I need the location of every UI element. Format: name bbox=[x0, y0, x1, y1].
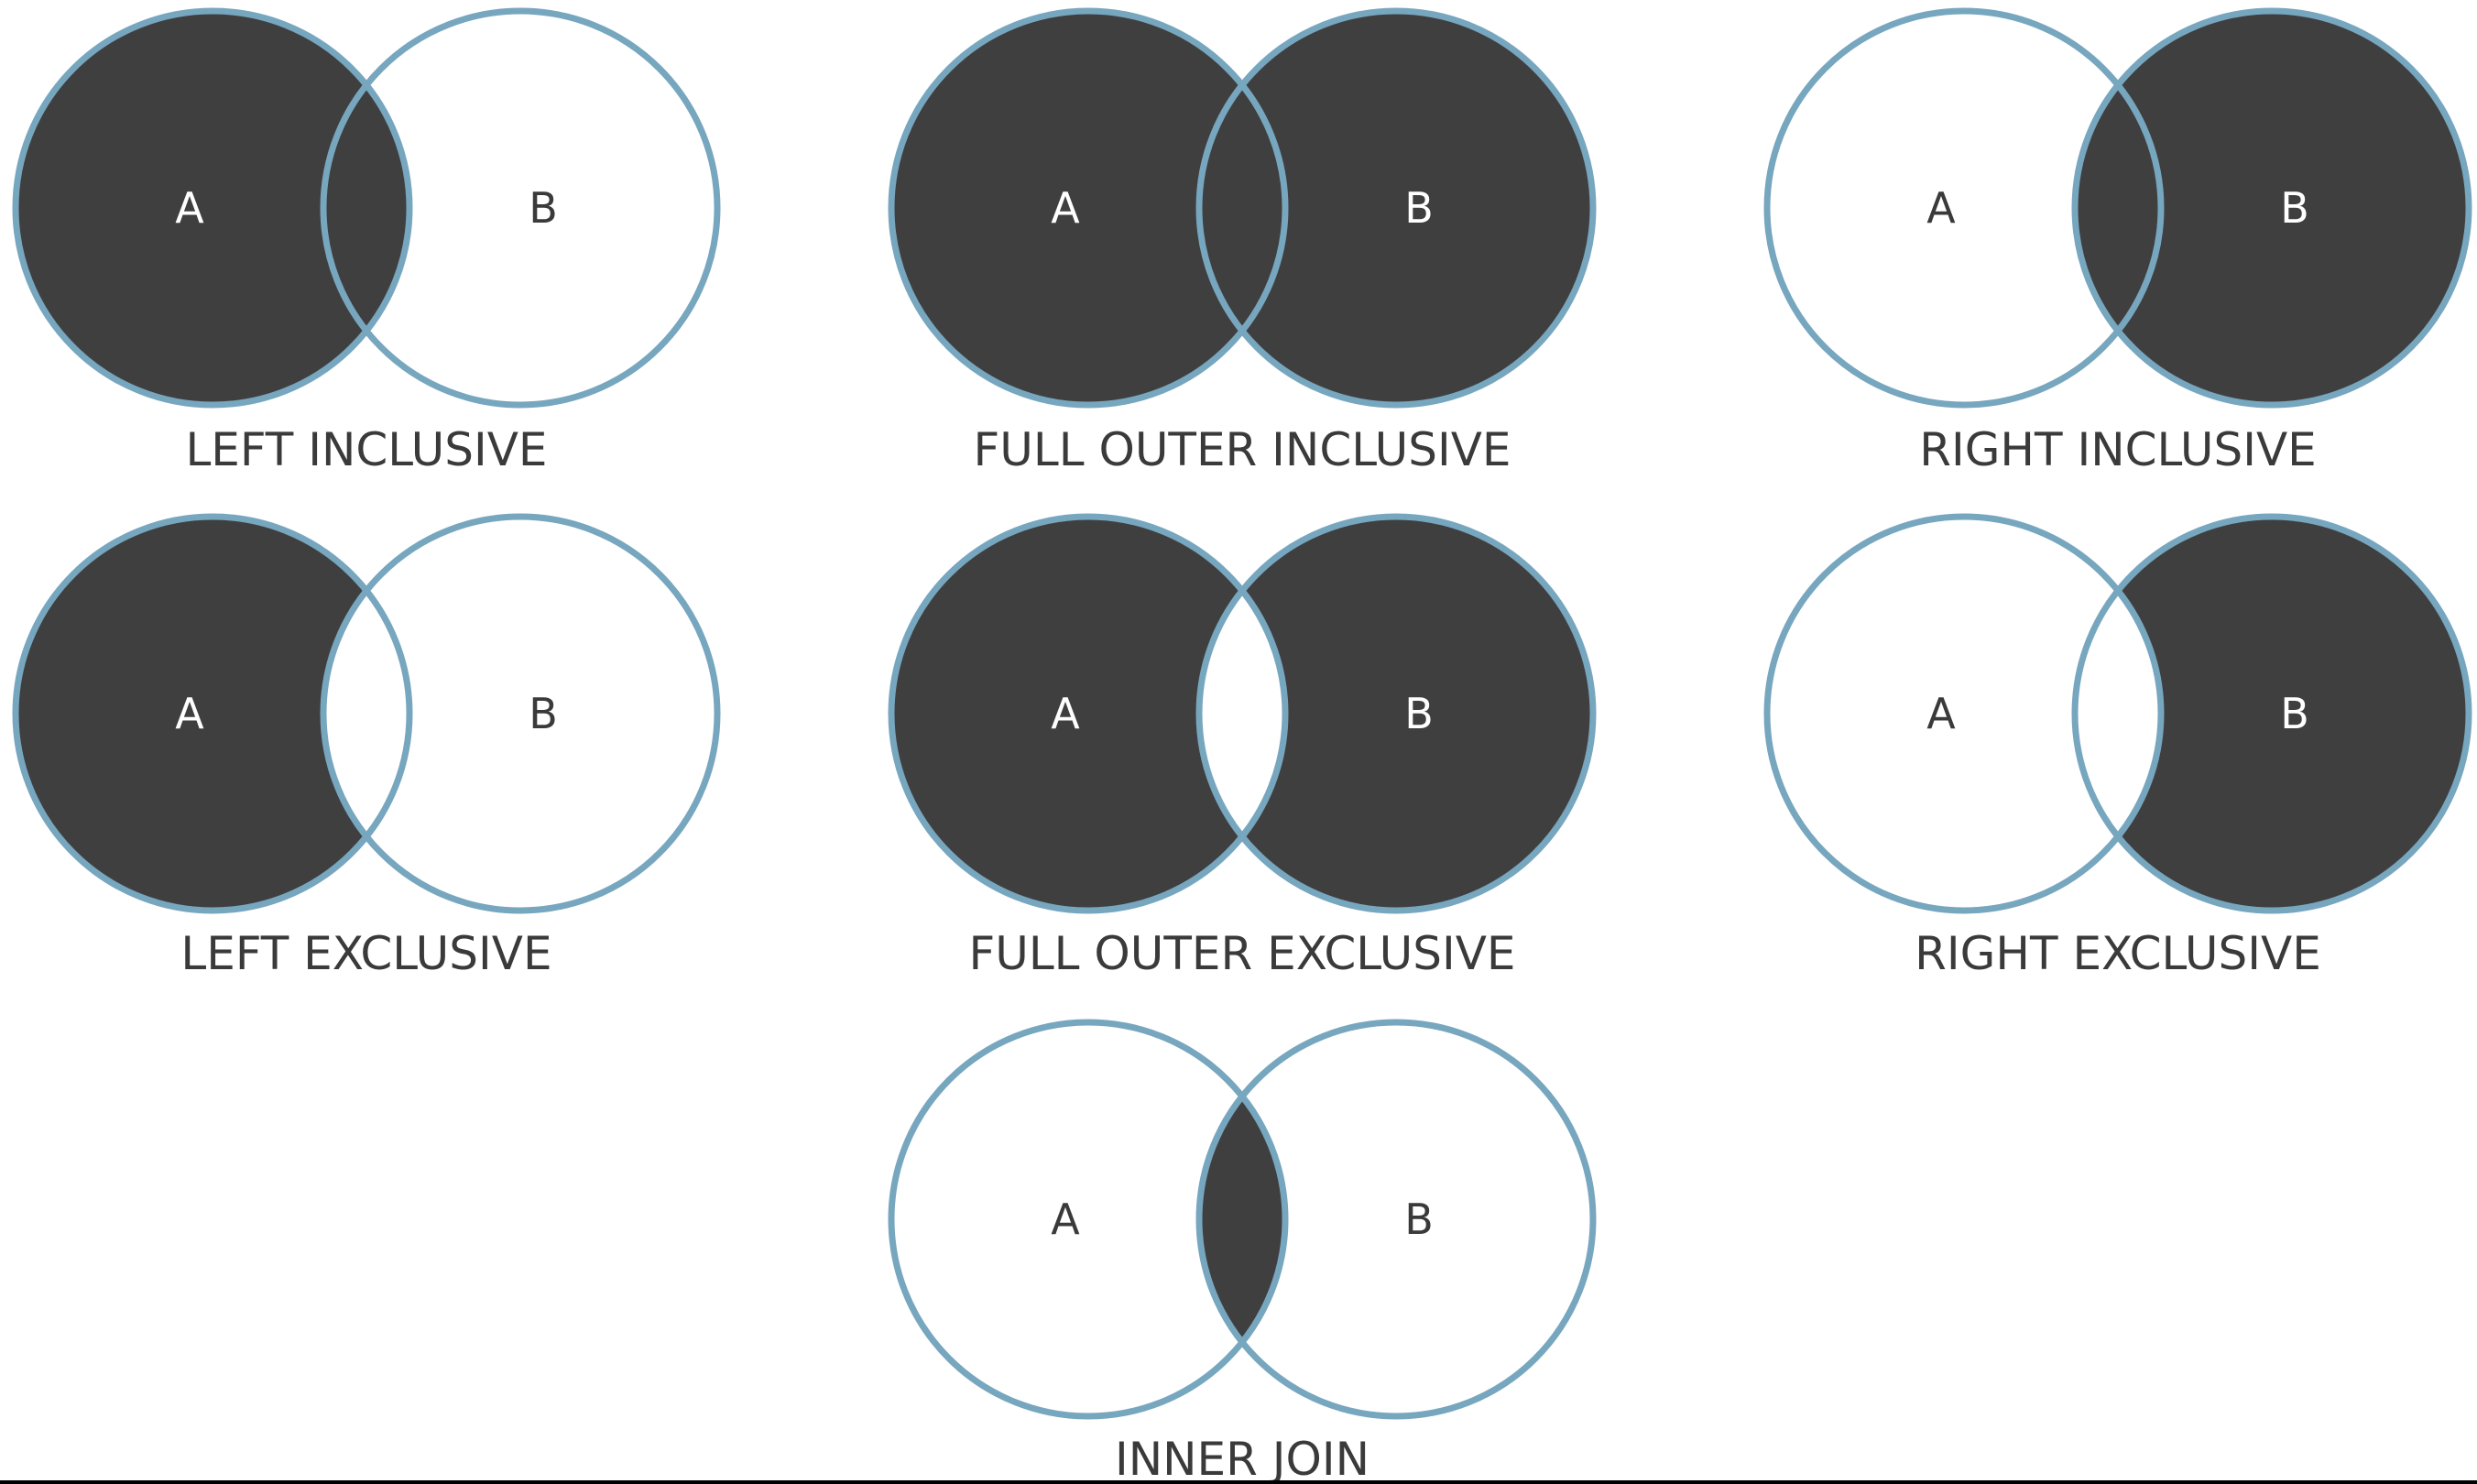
set-a-label: A bbox=[1051, 689, 1080, 738]
set-b-label: B bbox=[529, 689, 558, 738]
set-a-label: A bbox=[1051, 183, 1080, 233]
circle-a-outline bbox=[12, 513, 413, 914]
circle-a-outline bbox=[1763, 513, 2165, 914]
set-a-label: A bbox=[1926, 689, 1956, 738]
circle-b-outline bbox=[1195, 1019, 1597, 1420]
set-b-label: B bbox=[2280, 689, 2309, 738]
set-a-label: A bbox=[1051, 1195, 1080, 1244]
set-b-label: B bbox=[1404, 689, 1434, 738]
circle-a-outline bbox=[888, 513, 1289, 914]
circle-b-outline bbox=[320, 7, 721, 409]
set-a-label: A bbox=[1926, 183, 1956, 233]
circle-b-outline bbox=[2071, 7, 2472, 409]
circle-a-outline bbox=[12, 7, 413, 409]
region-b-only bbox=[1199, 517, 1593, 911]
venn-left-exclusive: A B LEFT EXCLUSIVE bbox=[12, 513, 721, 980]
diagram-caption: FULL OUTER EXCLUSIVE bbox=[968, 927, 1515, 980]
diagram-caption: LEFT INCLUSIVE bbox=[185, 423, 547, 476]
region-b-only bbox=[1199, 11, 1593, 405]
venn-left-inclusive: A B LEFT INCLUSIVE bbox=[12, 7, 721, 476]
region-a-only bbox=[891, 517, 1285, 911]
set-a-label: A bbox=[175, 689, 204, 738]
circle-b-outline bbox=[1195, 7, 1597, 409]
bottom-border-line bbox=[0, 1480, 2477, 1484]
set-b-label: B bbox=[1404, 183, 1434, 233]
circle-a-outline bbox=[1763, 7, 2165, 409]
set-b-label: B bbox=[529, 183, 558, 233]
region-a-only bbox=[16, 517, 409, 911]
venn-right-exclusive: A B RIGHT EXCLUSIVE bbox=[1763, 513, 2472, 980]
region-b-only bbox=[2075, 11, 2469, 405]
venn-full-outer-inclusive: A B FULL OUTER INCLUSIVE bbox=[888, 7, 1597, 476]
set-b-label: B bbox=[2280, 183, 2309, 233]
venn-right-inclusive: A B RIGHT INCLUSIVE bbox=[1763, 7, 2472, 476]
set-b-label: B bbox=[1404, 1195, 1434, 1244]
region-a-only bbox=[16, 11, 409, 405]
diagram-caption: FULL OUTER INCLUSIVE bbox=[974, 423, 1511, 476]
diagram-caption: LEFT EXCLUSIVE bbox=[180, 927, 551, 980]
circle-a-outline bbox=[888, 7, 1289, 409]
diagram-caption: INNER JOIN bbox=[1115, 1433, 1369, 1484]
circle-b-outline bbox=[2071, 513, 2472, 914]
diagram-caption: RIGHT EXCLUSIVE bbox=[1915, 927, 2321, 980]
circle-b-outline bbox=[1195, 513, 1597, 914]
circle-a-outline bbox=[888, 1019, 1289, 1420]
set-a-label: A bbox=[175, 183, 204, 233]
diagram-caption: RIGHT INCLUSIVE bbox=[1919, 423, 2317, 476]
circle-b-outline bbox=[320, 513, 721, 914]
venn-inner-join: A B INNER JOIN bbox=[888, 1019, 1597, 1484]
region-b-only bbox=[2075, 517, 2469, 911]
venn-full-outer-exclusive: A B FULL OUTER EXCLUSIVE bbox=[888, 513, 1597, 980]
region-a-only bbox=[891, 11, 1285, 405]
